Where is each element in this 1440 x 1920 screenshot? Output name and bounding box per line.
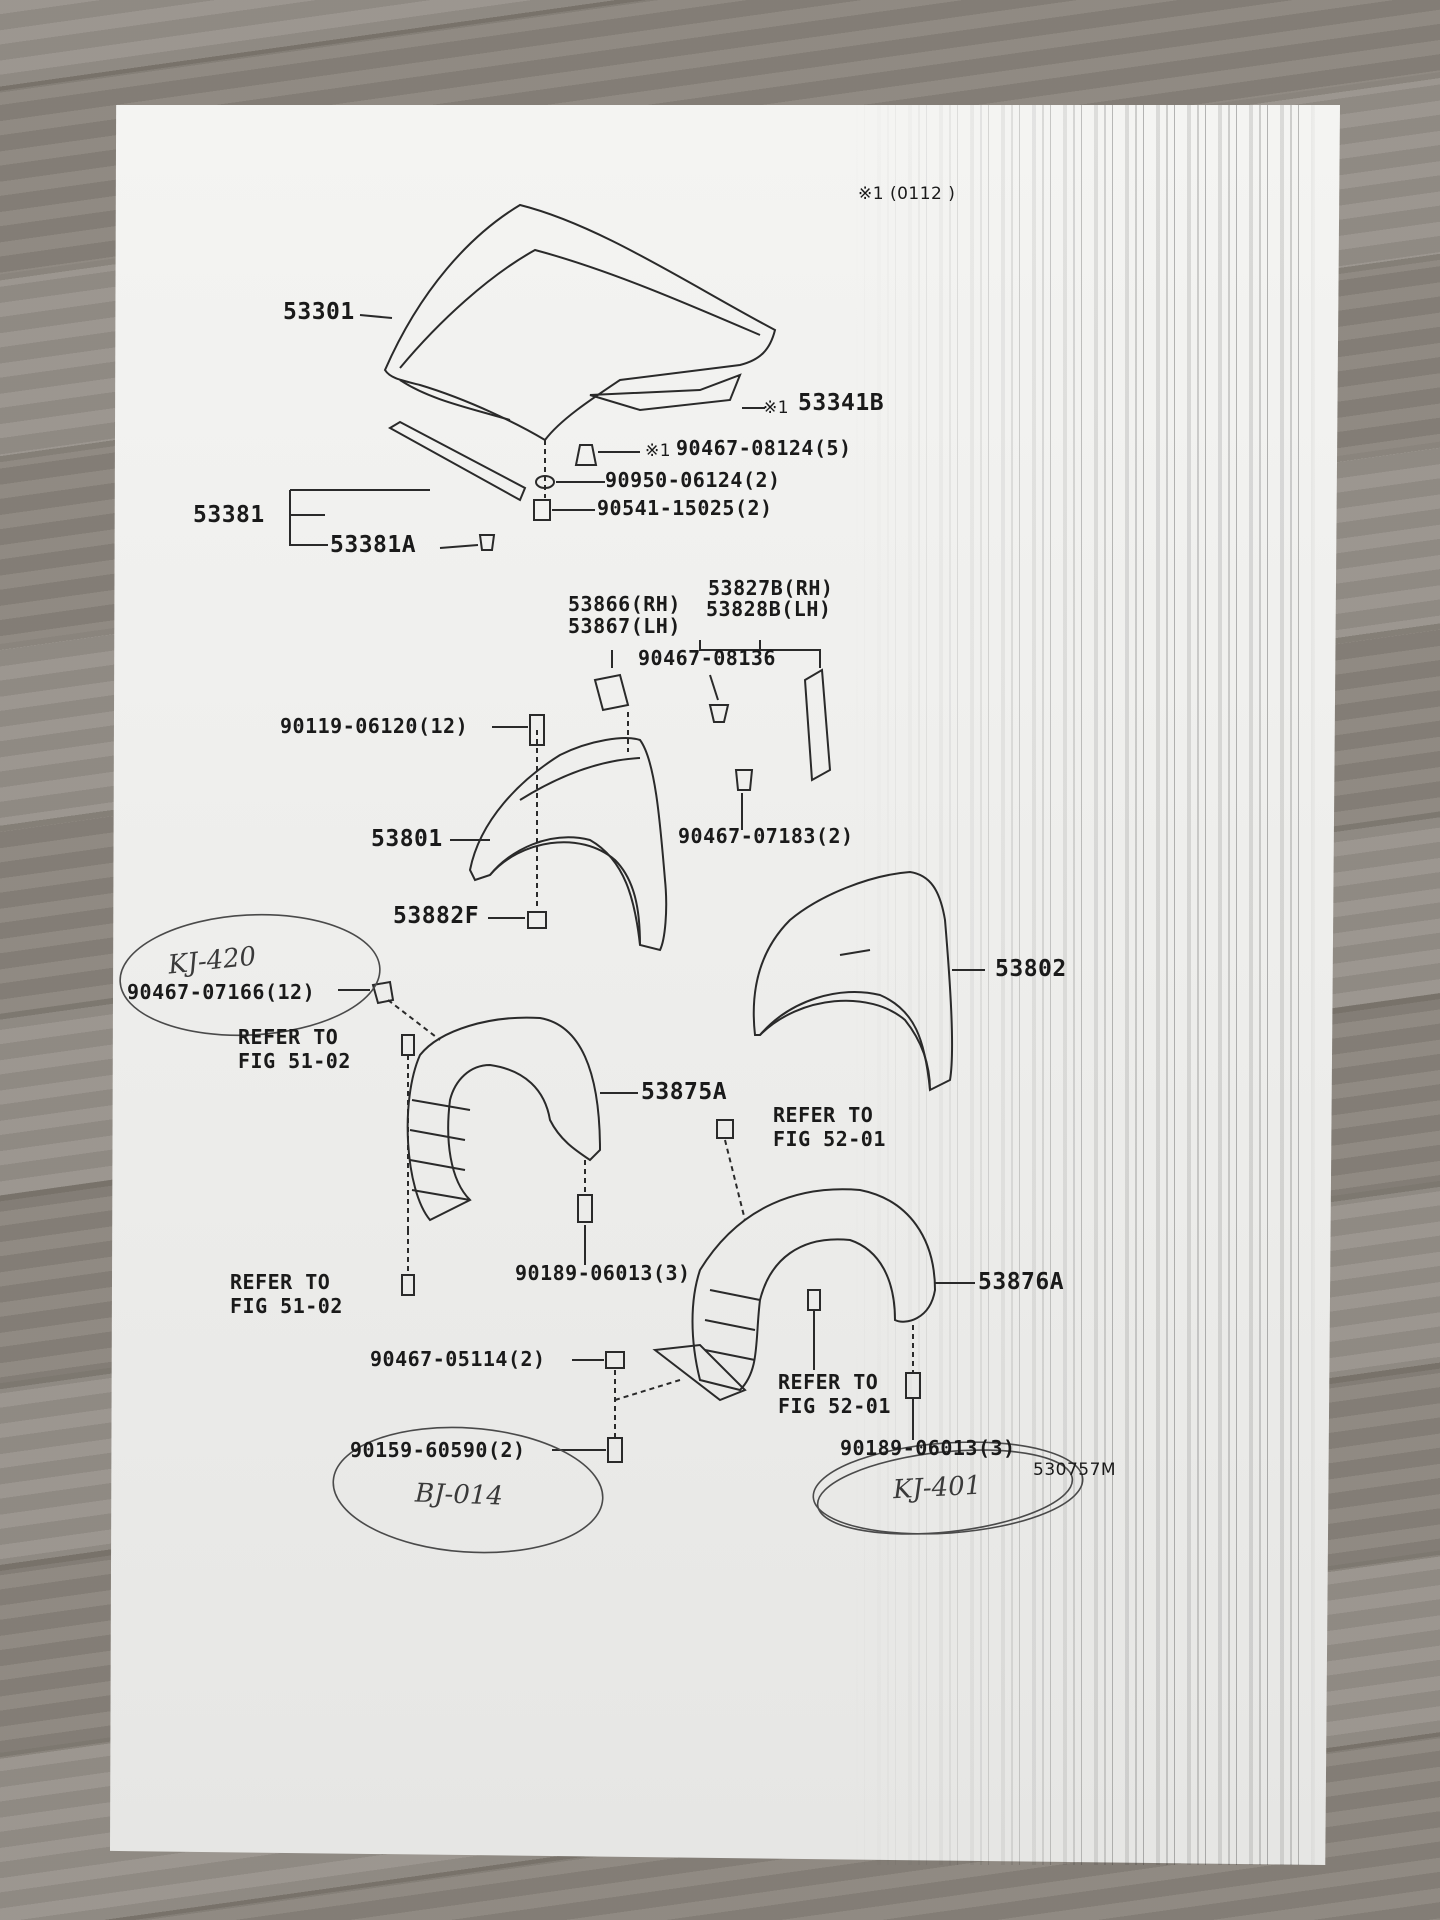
wooden-table-background [0, 0, 1440, 1920]
